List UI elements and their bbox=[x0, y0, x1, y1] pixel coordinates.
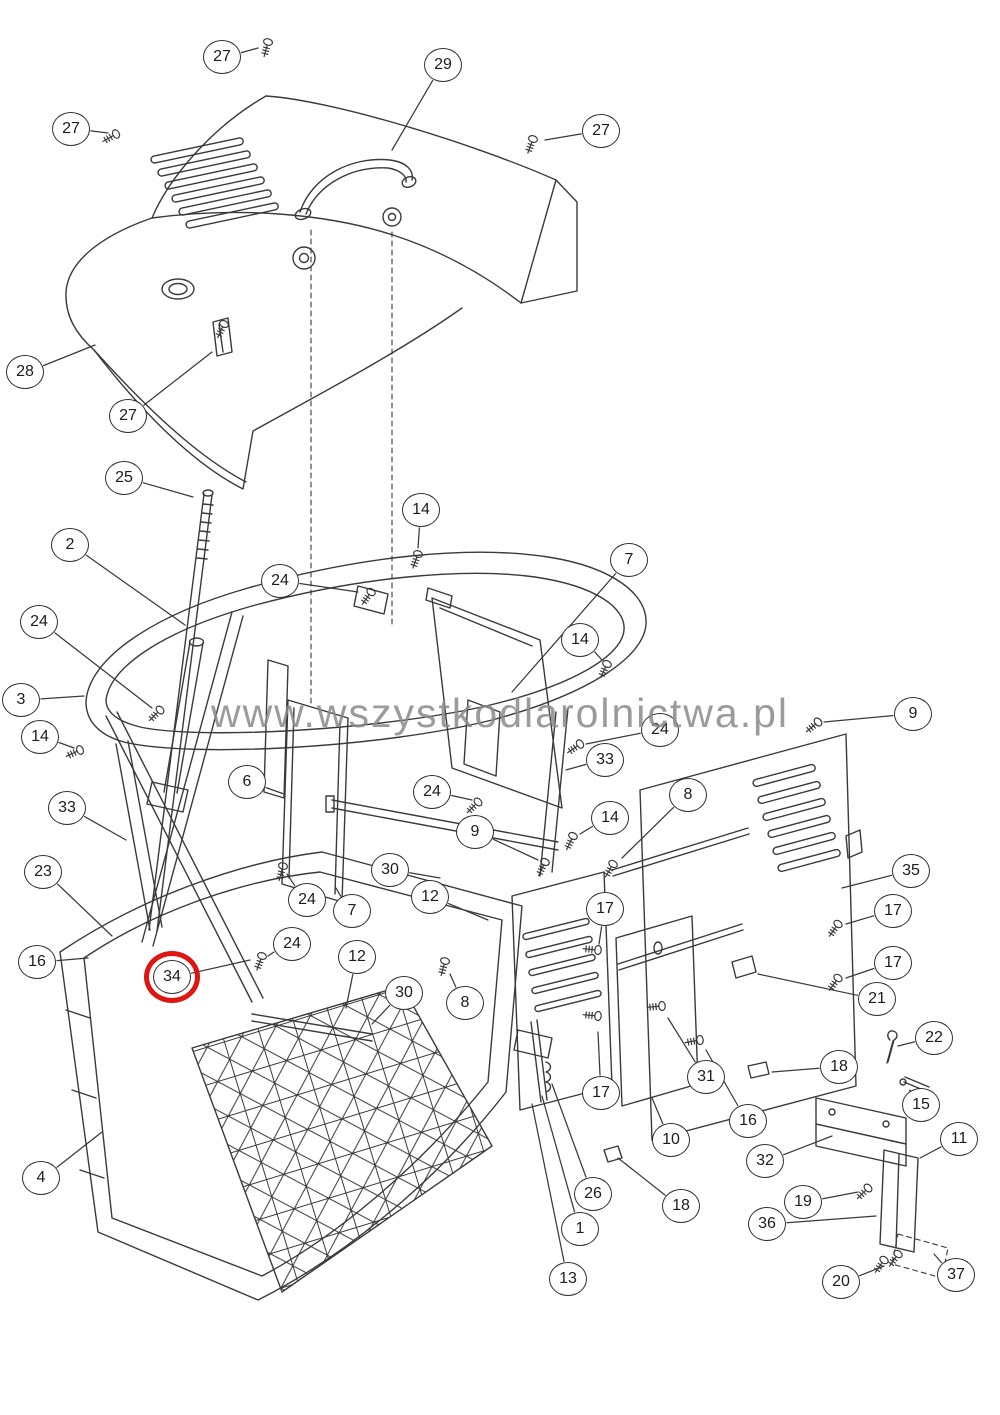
leader-line-24 bbox=[267, 951, 275, 957]
steering-shaft bbox=[146, 489, 214, 932]
leader-line-17 bbox=[598, 926, 603, 945]
leader-lines bbox=[40, 47, 943, 1277]
leader-line-12 bbox=[345, 973, 354, 1009]
projection-lines bbox=[310, 229, 393, 707]
leader-line-28 bbox=[43, 344, 96, 367]
leader-line-8 bbox=[449, 973, 457, 988]
leader-line-25 bbox=[142, 482, 194, 498]
leader-line-19 bbox=[822, 1191, 859, 1200]
leader-line-15 bbox=[908, 1089, 913, 1093]
leader-line-33 bbox=[83, 815, 127, 841]
leader-line-7 bbox=[335, 887, 342, 897]
leader-line-14 bbox=[579, 825, 594, 835]
leader-line-9 bbox=[492, 838, 539, 861]
leader-line-23 bbox=[57, 883, 113, 937]
hitch-bracket-assembly bbox=[815, 1030, 949, 1279]
hood-handle bbox=[294, 158, 417, 221]
leader-line-27 bbox=[544, 133, 582, 141]
leader-line-37 bbox=[933, 1253, 943, 1264]
hood-vent-slots bbox=[150, 137, 279, 229]
leader-line-17 bbox=[597, 1031, 601, 1076]
leader-line-26 bbox=[551, 1083, 587, 1178]
leader-line-16 bbox=[705, 1049, 739, 1107]
leader-line-4 bbox=[56, 1131, 103, 1168]
right-side-panel bbox=[639, 733, 863, 1141]
hood-hinge-bracket bbox=[212, 317, 233, 357]
leader-line-20 bbox=[859, 1265, 885, 1277]
dash-panel bbox=[263, 585, 563, 809]
leader-line-30 bbox=[409, 872, 441, 879]
leader-line-1 bbox=[541, 1095, 576, 1213]
leader-line-27 bbox=[90, 130, 109, 134]
leader-line-6 bbox=[265, 786, 285, 795]
tubular-frame bbox=[85, 551, 647, 1003]
leader-line-10 bbox=[651, 1097, 664, 1125]
leader-line-9 bbox=[823, 714, 894, 723]
leader-line-24 bbox=[585, 732, 641, 745]
hood-latch-parts bbox=[513, 955, 770, 1163]
leader-line-14 bbox=[594, 651, 603, 661]
leader-line-2 bbox=[85, 554, 186, 626]
leader-line-27 bbox=[143, 351, 213, 406]
leader-line-8 bbox=[621, 806, 675, 859]
leader-line-17 bbox=[845, 967, 875, 979]
rear-slatted-panel bbox=[511, 871, 613, 1111]
leader-line-11 bbox=[919, 1146, 942, 1159]
leader-line-17 bbox=[845, 915, 875, 925]
leader-line-16 bbox=[56, 957, 89, 962]
leader-line-22 bbox=[897, 1041, 916, 1047]
access-door-panel bbox=[615, 915, 699, 1107]
hardware-screws bbox=[63, 37, 905, 1276]
leader-line-24 bbox=[54, 632, 153, 709]
leader-line-31 bbox=[667, 1017, 696, 1063]
leader-line-3 bbox=[40, 695, 85, 700]
leader-line-18 bbox=[771, 1067, 820, 1073]
leader-line-35 bbox=[841, 874, 893, 889]
leader-line-12 bbox=[447, 902, 489, 921]
leader-line-29 bbox=[391, 79, 434, 151]
egg-crate-grille bbox=[191, 985, 493, 1293]
leader-line-32 bbox=[783, 1135, 833, 1156]
leader-line-14 bbox=[58, 741, 75, 749]
leader-line-33 bbox=[565, 763, 587, 771]
leader-line-34 bbox=[190, 959, 251, 974]
leader-line-14 bbox=[417, 527, 421, 549]
support-bars bbox=[251, 795, 750, 1042]
leader-line-24 bbox=[299, 582, 359, 593]
leader-line-13 bbox=[531, 1103, 565, 1263]
leader-line-27 bbox=[240, 47, 259, 54]
leader-line-24 bbox=[450, 794, 473, 801]
leader-line-21 bbox=[757, 973, 859, 996]
leader-line-18 bbox=[617, 1157, 666, 1196]
hood-assembly bbox=[65, 95, 578, 490]
leader-line-36 bbox=[786, 1215, 877, 1224]
